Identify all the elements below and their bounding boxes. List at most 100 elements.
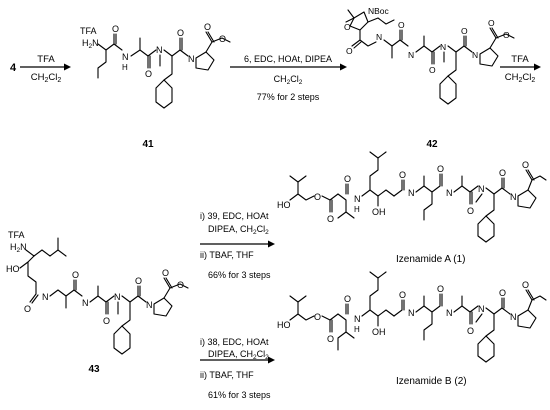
route-a-step-i-cont: DIPEA, CH2Cl2 (208, 224, 269, 236)
h-atom: H (354, 325, 360, 334)
o-atom: O (437, 284, 444, 294)
route-b-yield: 61% for 3 steps (208, 390, 271, 400)
compound-4-label: 4 (10, 62, 17, 74)
o-atom: O (219, 34, 226, 44)
compound-41-amine: H2N (82, 38, 99, 50)
o-atom: O (72, 270, 79, 280)
n-atom: N (114, 292, 121, 302)
ho-group: HO (277, 200, 291, 210)
arrow-1-reagent: TFA (37, 54, 55, 65)
o-atom: O (344, 22, 351, 32)
o-atom: O (398, 20, 405, 30)
o-atom: O (204, 22, 211, 32)
oh-group: OH (372, 327, 386, 337)
o-atom: O (488, 18, 495, 28)
nh-atom: N (446, 188, 453, 198)
h-atom: H (122, 63, 128, 72)
n-atom: N (188, 54, 195, 64)
compound-43-salt: TFA (8, 230, 25, 240)
route-b-step-ii: ii) TBAF, THF (200, 370, 254, 380)
nh-atom: N (42, 292, 49, 302)
o-atom: O (346, 46, 353, 56)
o-atom: O (112, 24, 119, 34)
arrow-route-b (200, 356, 275, 364)
nh-atom: N (408, 50, 414, 60)
o-atom: O (177, 280, 184, 290)
o-atom: O (399, 290, 406, 300)
n-atom: N (472, 50, 478, 60)
compound-43-amine: H2N (10, 242, 27, 254)
n-atom: N (510, 312, 517, 322)
route-a-step-ii: ii) TBAF, THF (200, 250, 254, 260)
nboc-group: NBoc (368, 6, 390, 16)
arrow-3-solvent: CH2Cl2 (505, 72, 536, 84)
compound-43-label: 43 (88, 364, 100, 375)
o-atom: O (314, 312, 321, 322)
compound-42-label: 42 (426, 139, 438, 150)
o-atom: O (145, 69, 152, 79)
o-atom: O (135, 276, 142, 286)
compound-41-salt: TFA (80, 26, 97, 36)
o-atom: O (503, 30, 510, 40)
nh-atom: N (408, 308, 415, 318)
izenamide-a-structure: HO O O O N H OH O N O N O N (277, 151, 547, 265)
route-b-step-i: i) 38, EDC, HOAt (200, 337, 269, 347)
nh-atom: N (354, 314, 361, 324)
arrow-1 (20, 63, 71, 71)
o-atom: O (399, 170, 406, 180)
n-atom: N (478, 304, 485, 314)
route-b-step-i-cont: DIPEA, CH2Cl2 (208, 349, 269, 361)
compound-41-label: 41 (142, 139, 154, 150)
n-atom: N (146, 300, 153, 310)
ho-group: HO (277, 320, 291, 330)
nh-atom: N (354, 194, 361, 204)
compound-42-structure: NBoc O O N O N O N O N O O (344, 6, 515, 150)
n-atom: N (510, 192, 517, 202)
arrow-3-reagent: TFA (511, 54, 529, 65)
o-atom: O (344, 174, 351, 184)
o-atom: O (467, 326, 474, 336)
o-atom: O (522, 160, 529, 170)
arrow-2 (230, 63, 347, 71)
o-atom: O (24, 304, 31, 314)
ho-group: HO (6, 264, 20, 274)
product-b-label: Izenamide B (2) (396, 376, 467, 387)
oh-group: OH (372, 207, 386, 217)
n-atom: N (478, 184, 485, 194)
o-atom: O (327, 334, 334, 344)
arrow-2-reagents: 6, EDC, HOAt, DIPEA (244, 54, 332, 64)
o-atom: O (344, 294, 351, 304)
nh-atom: N (376, 32, 382, 42)
route-a-step-i: i) 39, EDC, HOAt (200, 211, 269, 221)
o-atom: O (327, 214, 334, 224)
izenamide-b-structure: HO O O O N H OH O N O N O N (277, 271, 547, 387)
o-atom: O (499, 288, 506, 298)
nh-atom: N (446, 308, 453, 318)
o-atom: O (467, 206, 474, 216)
n-atom: N (440, 42, 446, 52)
arrow-1-solvent: CH2Cl2 (31, 72, 62, 84)
o-atom: O (314, 192, 321, 202)
o-atom: O (162, 268, 169, 278)
product-a-label: Izenamide A (1) (396, 254, 465, 265)
nh-atom: N (408, 188, 415, 198)
compound-41-structure: TFA H2N O N H O N O N O O 41 (80, 22, 231, 150)
arrow-2-solvent: CH2Cl2 (274, 74, 303, 86)
compound-43-structure: TFA H2N HO O N O N O N O N O (6, 230, 189, 375)
o-atom: O (103, 316, 110, 326)
o-atom: O (429, 65, 436, 75)
nh-atom: N (82, 298, 89, 308)
o-atom: O (461, 26, 468, 36)
nh-atom: N (122, 52, 129, 62)
arrow-2-yield: 77% for 2 steps (257, 92, 320, 102)
route-a-yield: 66% for 3 steps (208, 270, 271, 280)
o-atom: O (437, 164, 444, 174)
n-atom: N (156, 45, 163, 55)
o-atom: O (499, 168, 506, 178)
o-atom: O (522, 280, 529, 290)
arrow-route-a (200, 240, 275, 248)
o-atom: O (177, 28, 184, 38)
h-atom: H (354, 205, 360, 214)
arrow-3 (500, 63, 541, 71)
